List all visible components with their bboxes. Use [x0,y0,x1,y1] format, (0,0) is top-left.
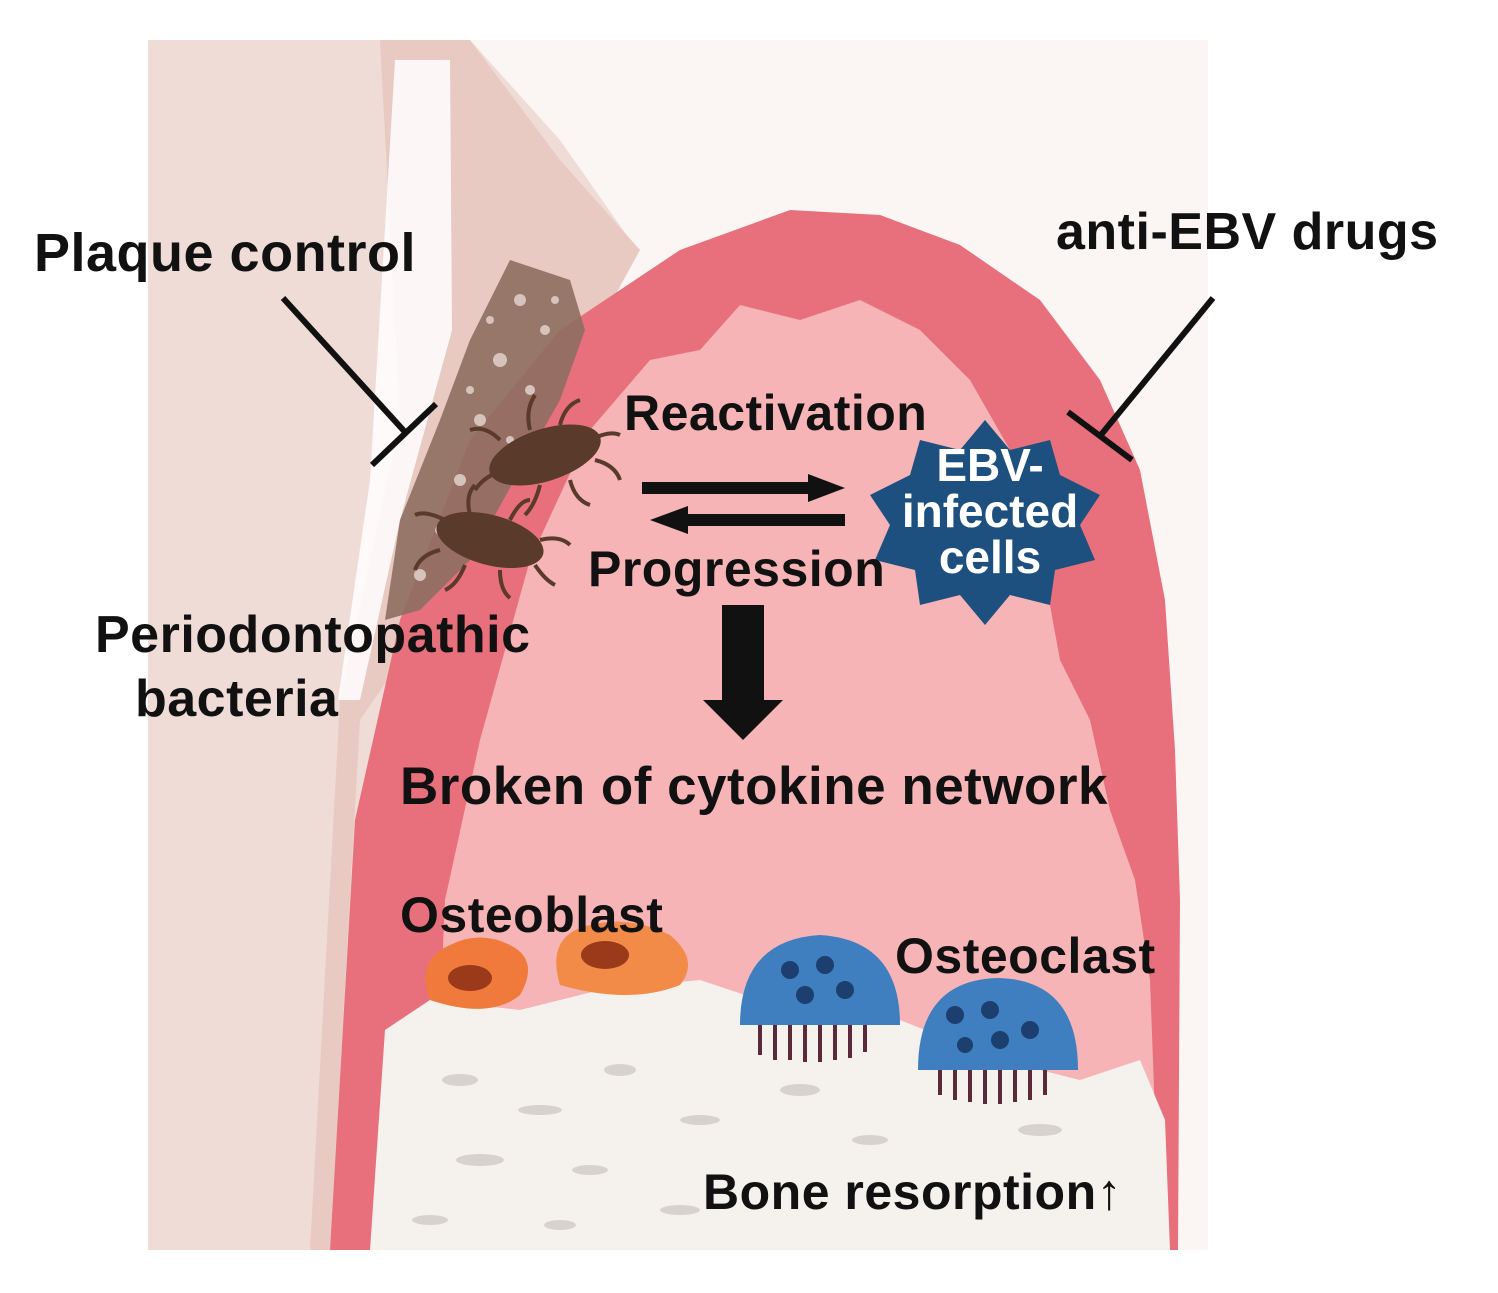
plaque-control-inhibitor [280,295,439,468]
osteoblast-cell-1 [425,937,528,1009]
perio-label-line-2: bacteria [135,670,339,728]
perio-label-line-1: Periodontopathic [95,606,531,664]
down-arrow [703,605,783,740]
osteoclast-cell-1 [740,935,900,1062]
ebv-label-line-3: cells [938,531,1042,583]
periodontopathic-bacteria-label: Periodontopathic bacteria [95,603,531,731]
osteoclast-cell-2 [918,978,1078,1104]
plaque-control-label: Plaque control [34,223,417,283]
osteoblast-label: Osteoblast [400,887,664,943]
alveolar-bone [370,980,1170,1250]
anti-ebv-inhibitor [1066,296,1216,463]
ebv-infected-cell-shape [870,420,1100,625]
reactivation-label: Reactivation [624,385,928,441]
broken-cytokine-network-label: Broken of cytokine network [400,757,1109,816]
bacterium-1 [469,393,622,517]
progression-arrow [650,506,845,534]
bone-resorption-label: Bone resorption↑ [703,1164,1123,1220]
ebv-label-line-1: EBV- [936,439,1044,491]
osteoclast-label: Osteoclast [895,928,1156,984]
bacterium-2 [413,483,572,600]
bone-texture [412,1064,1062,1230]
anti-ebv-drugs-label: anti-EBV drugs [1056,203,1439,261]
progression-label: Progression [588,541,886,597]
osteoblast-cell-2 [556,921,688,995]
reactivation-arrow [642,474,845,502]
ebv-label-line-2: infected [901,485,1079,537]
ebv-infected-cells-label: EBV- infected cells [870,442,1110,580]
tooth-highlight [338,60,452,700]
